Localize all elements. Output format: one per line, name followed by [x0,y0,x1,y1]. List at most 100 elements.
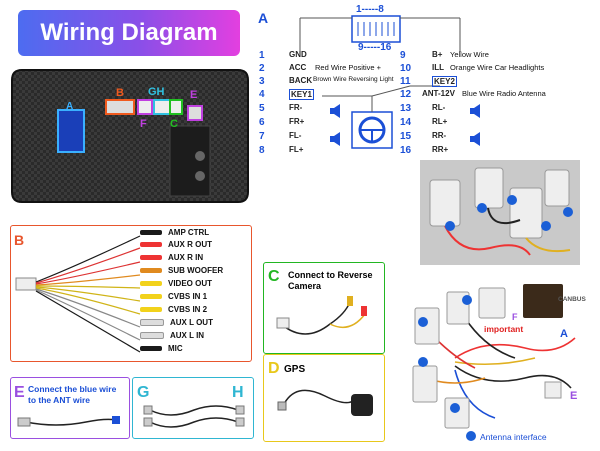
pin-number: 7 [259,131,265,142]
rca-output-label: AUX L IN [170,331,205,340]
pin-name: KEY2 [432,76,457,87]
pin-number: 2 [259,63,265,74]
pin-desc: Orange Wire Car Headlights [450,63,545,72]
rca-output-item: AUX R OUT [140,240,212,249]
section-c-panel [263,262,385,354]
harness-label-e: E [570,390,578,402]
harness-label-a: A [560,328,568,340]
important-label: important [484,324,524,334]
pin-desc: Brown Wire Reversing Light [313,76,394,83]
rca-output-item: AUX L OUT [140,318,213,327]
pin-desc: Red Wire Positive + [315,63,382,72]
rca-output-item: SUB WOOFER [140,266,223,275]
pin-number: 4 [259,89,265,100]
rca-plug [140,294,162,299]
rca-output-list: AMP CTRL AUX R OUT AUX R IN SUB WOOFER V… [140,228,248,356]
rca-output-label: AMP CTRL [168,228,210,237]
pin-number: 13 [400,103,412,114]
rca-output-label: CVBS IN 1 [168,292,208,301]
rca-plug [140,346,162,351]
rca-harness-drawing [15,235,141,353]
pin-name: RR- [432,131,447,140]
connector-a-diagram [299,15,480,149]
camera-cable-drawing [276,296,367,335]
rca-output-item: CVBS IN 1 [140,292,207,301]
pin-number: 10 [400,63,412,74]
connector-label-top: 1-----8 [356,4,384,15]
rca-output-item: VIDEO OUT [140,279,212,288]
section-c-text: Connect to Reverse Camera [288,270,373,291]
pin-number: 15 [400,131,412,142]
rca-output-item: AUX R IN [140,253,203,262]
section-d-panel [263,354,385,442]
harness-label-f: F [512,312,518,322]
section-h-letter: H [232,384,244,401]
section-gh-panel [132,377,254,439]
pin-number: 1 [259,50,265,61]
unit-label-c: C [170,118,178,130]
antenna-interface-label: Antenna interface [480,432,547,442]
rca-output-label: MIC [168,344,183,353]
pin-name: RR+ [432,145,449,154]
pin-number: 14 [400,117,412,128]
section-d-text: GPS [284,364,306,375]
head-unit-rear [10,66,250,206]
gh-cables-drawing [143,405,245,428]
pin-name: BACK [289,76,313,85]
rca-plug [140,281,162,286]
section-e-letter: E [14,384,25,401]
pin-name: B+ [432,50,443,59]
pin-name: FL+ [289,145,304,154]
rca-output-label: CVBS IN 2 [168,305,208,314]
rca-plug [140,242,162,247]
rca-output-label: SUB WOOFER [168,266,224,275]
rca-plug [140,307,162,312]
canbus-label: CANBUS [558,296,586,303]
pin-name: GND [289,50,307,59]
section-e-text: Connect the blue wire to the ANT wire [28,384,117,405]
pin-name: FR+ [289,117,305,126]
harness-photo [395,278,595,446]
rca-output-item: MIC [140,344,183,353]
rca-plug [140,332,164,339]
pin-name: RL+ [432,117,448,126]
rca-plug [140,268,162,273]
section-a-letter: A [258,10,269,26]
pin-number: 12 [400,89,412,100]
pin-name: ANT-12V [422,89,455,98]
rca-output-item: AUX L IN [140,331,204,340]
section-d-letter: D [268,360,280,377]
section-e-panel [10,377,130,439]
rca-output-item: CVBS IN 2 [140,305,207,314]
section-b-letter: B [14,232,25,248]
rca-output-label: AUX L OUT [170,318,213,327]
pin-desc: Yellow Wire [450,50,489,59]
pin-name: FL- [289,131,302,140]
pin-name: ILL [432,63,444,72]
connector-label-bottom: 9-----16 [358,42,392,53]
rca-plug [140,230,162,235]
gps-antenna-drawing [277,389,373,416]
unit-label-a: A [66,101,74,112]
rca-plug [140,255,162,260]
pin-number: 6 [259,117,265,128]
pin-name: ACC [289,63,307,72]
page-title: Wiring Diagram [18,10,240,56]
connectors-photo [420,160,580,265]
pin-name: FR- [289,103,303,112]
unit-label-gh: GH [148,86,165,98]
rca-output-item: AMP CTRL [140,228,209,237]
pin-name: RL- [432,103,446,112]
rca-output-label: AUX R IN [168,253,204,262]
unit-label-b: B [116,87,124,99]
pin-number: 3 [259,76,265,87]
section-g-letter: G [137,384,150,401]
rca-output-label: AUX R OUT [168,240,212,249]
pin-number: 9 [400,50,406,61]
rca-output-label: VIDEO OUT [168,279,213,288]
unit-label-e: E [190,89,198,101]
pin-number: 5 [259,103,265,114]
pin-number: 8 [259,145,265,156]
pin-name: KEY1 [289,89,314,100]
section-b-panel [10,225,252,362]
